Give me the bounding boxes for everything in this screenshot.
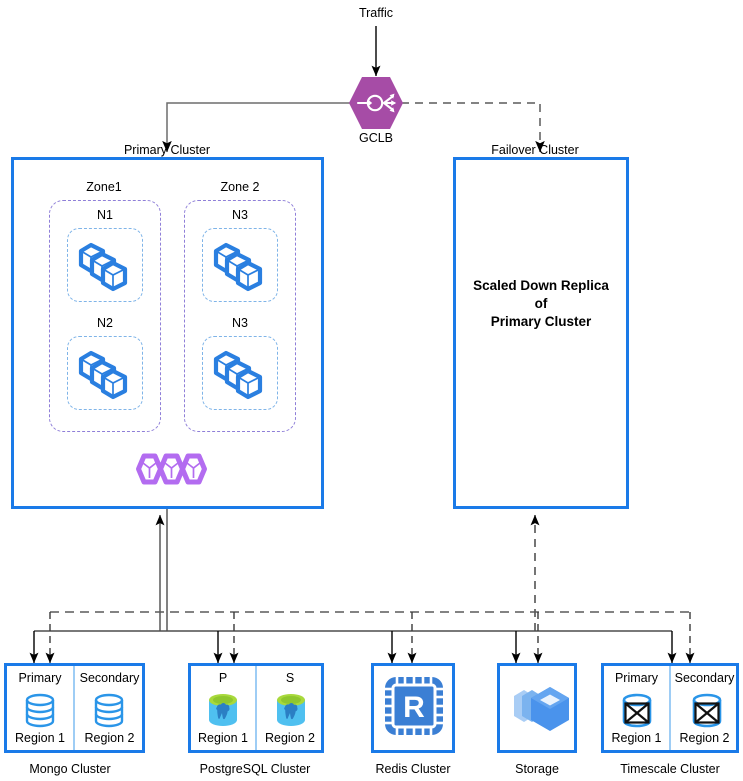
mongo-left-region: Region 1 [14, 731, 66, 745]
kubernetes-pods-icon [213, 242, 263, 292]
zone-2-label: Zone 2 [220, 180, 260, 194]
zone-2-box[interactable] [184, 200, 296, 432]
timescale-right-title: Secondary [674, 671, 735, 685]
gclb-node[interactable] [348, 76, 404, 130]
redis-chip-icon: R [385, 677, 443, 735]
postgres-left-title: P [218, 671, 228, 685]
traffic-label: Traffic [358, 6, 394, 20]
mongodb-cylinder-icon [94, 693, 124, 728]
node-n3-a-label: N3 [232, 208, 248, 222]
edge-gclb-to-primary [162, 102, 352, 153]
kubernetes-pods-icon [213, 350, 263, 400]
postgresql-cylinder-icon [277, 694, 305, 726]
timescale-left-region: Region 1 [611, 731, 662, 745]
storage-caption: Storage [515, 762, 559, 776]
svg-text:R: R [403, 691, 425, 724]
purple-hexagon-cubes-icon [136, 453, 207, 485]
mongo-right-title: Secondary [79, 671, 140, 685]
redis-cluster-caption: Redis Cluster [375, 762, 451, 776]
node-n2-label: N2 [97, 316, 113, 330]
node-n3-a-box[interactable] [202, 228, 278, 302]
postgres-right-title: S [285, 671, 295, 685]
kubernetes-pods-icon [78, 242, 128, 292]
kubernetes-pods-icon [78, 350, 128, 400]
failover-body-line-3: Primary Cluster [490, 314, 592, 329]
mongo-cluster-caption: Mongo Cluster [29, 762, 111, 776]
gclb-label: GCLB [358, 131, 394, 145]
failover-cluster-label: Failover Cluster [491, 143, 579, 157]
storage-box[interactable] [497, 663, 577, 753]
node-n3-b-label: N3 [232, 316, 248, 330]
timescale-cylinder-icon [692, 693, 722, 728]
mongo-cluster-box[interactable]: Primary Secondary Region 1 Region 2 [4, 663, 145, 753]
postgres-left-region: Region 1 [197, 731, 249, 745]
primary-cluster-label: Primary Cluster [123, 143, 211, 157]
failover-body-line-1: Scaled Down Replica [473, 278, 609, 293]
storage-box-icon [514, 687, 569, 731]
failover-body-line-2: of [534, 296, 548, 311]
node-n1-label: N1 [97, 208, 113, 222]
postgresql-cluster-caption: PostgreSQL Cluster [199, 762, 311, 776]
postgres-divider [255, 666, 257, 750]
edge-gclb-to-failover [401, 102, 545, 153]
load-balancer-icon [349, 77, 403, 129]
timescale-left-title: Primary [614, 671, 659, 685]
timescale-cylinder-icon [622, 693, 652, 728]
zone-1-box[interactable] [49, 200, 161, 432]
mongo-divider [73, 666, 75, 750]
postgres-right-region: Region 2 [264, 731, 316, 745]
timescale-right-region: Region 2 [679, 731, 730, 745]
failover-cluster-box[interactable]: Scaled Down Replica of Primary Cluster [453, 157, 629, 509]
mongodb-cylinder-icon [25, 693, 55, 728]
node-n1-box[interactable] [67, 228, 143, 302]
mongo-right-region: Region 2 [84, 731, 135, 745]
postgresql-cluster-box[interactable]: P S Region 1 Region 2 [188, 663, 324, 753]
node-n2-box[interactable] [67, 336, 143, 410]
zone-1-label: Zone1 [86, 180, 122, 194]
timescale-cluster-caption: Timescale Cluster [620, 762, 720, 776]
timescale-divider [669, 666, 671, 750]
redis-cluster-box[interactable]: R [371, 663, 455, 753]
timescale-cluster-box[interactable]: Primary Secondary Region 1 Region 2 [601, 663, 739, 753]
primary-cluster-box[interactable]: Zone1 N1 N2 [11, 157, 324, 509]
postgresql-cylinder-icon [209, 694, 237, 726]
mongo-left-title: Primary [18, 671, 62, 685]
node-n3-b-box[interactable] [202, 336, 278, 410]
